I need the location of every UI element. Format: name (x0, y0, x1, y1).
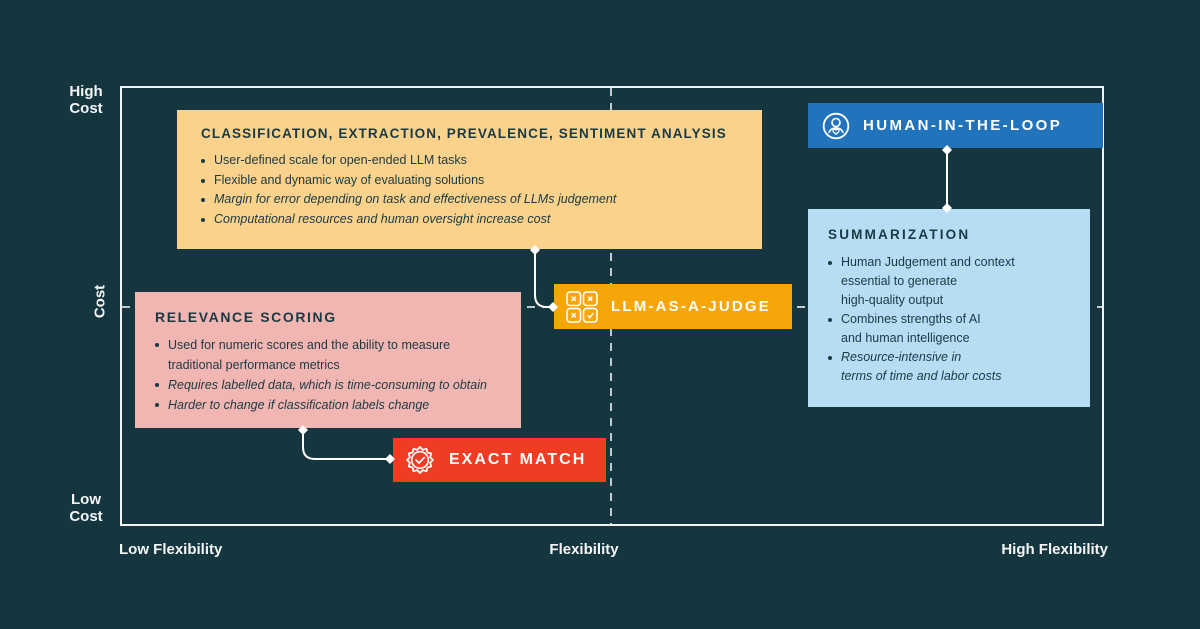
chart-frame (120, 86, 1104, 526)
bullet-text: Margin for error depending on task and e… (214, 192, 617, 206)
bullet-dot (828, 261, 832, 265)
list-item: Resource-intensive in terms of time and … (828, 348, 1072, 386)
bullet-dot (828, 356, 832, 360)
bullet-dot (155, 403, 159, 407)
relevance-scoring-title: RELEVANCE SCORING (155, 309, 337, 325)
badge-check-icon (406, 446, 434, 474)
exact-match-label: EXACT MATCH (449, 451, 587, 468)
llm-as-a-judge-box: LLM-AS-A-JUDGE (554, 284, 792, 329)
bullet-text: Combines strengths of AI and human intel… (841, 312, 981, 345)
grid-checks-icon (566, 290, 598, 323)
bullet-dot (201, 198, 205, 202)
x-axis-label-high-flexibility: High Flexibility (1001, 541, 1108, 558)
y-axis-label-high-cost: High Cost (69, 83, 103, 117)
classification-title: CLASSIFICATION, EXTRACTION, PREVALENCE, … (201, 126, 727, 141)
x-axis-label-flexibility: Flexibility (549, 541, 619, 558)
relevance-scoring-box: RELEVANCE SCORING Used for numeric score… (135, 292, 521, 428)
bullet-dot (155, 343, 159, 347)
bullet-text: Human Judgement and context essential to… (841, 255, 1015, 307)
bullet-text: Computational resources and human oversi… (214, 211, 551, 226)
list-item: Used for numeric scores and the ability … (155, 335, 501, 375)
human-in-the-loop-box: HUMAN-IN-THE-LOOP (808, 103, 1103, 148)
summarization-box: SUMMARIZATION Human Judgement and contex… (808, 209, 1090, 407)
y-axis-label-cost: Cost (91, 284, 109, 319)
bullet-dot (201, 178, 205, 183)
bullet-dot (201, 159, 205, 163)
list-item: Margin for error depending on task and e… (201, 190, 738, 210)
list-item: Requires labelled data, which is time-co… (155, 375, 501, 395)
bullet-text: Harder to change if classification label… (168, 398, 430, 412)
human-in-the-loop-label: HUMAN-IN-THE-LOOP (863, 117, 1063, 134)
llm-as-a-judge-label: LLM-AS-A-JUDGE (611, 298, 771, 315)
x-axis-label-low-flexibility: Low Flexibility (119, 541, 223, 558)
bullet-text: Used for numeric scores and the ability … (168, 338, 451, 372)
exact-match-box: EXACT MATCH (393, 438, 606, 482)
bullet-text: User-defined scale for open-ended LLM ta… (214, 153, 467, 167)
summarization-title: SUMMARIZATION (828, 227, 971, 242)
bullet-text: Flexible and dynamic way of evaluating s… (214, 172, 485, 187)
bullet-dot (201, 217, 205, 222)
list-item: Harder to change if classification label… (155, 395, 501, 415)
bullet-dot (155, 383, 159, 387)
list-item: Computational resources and human oversi… (201, 210, 738, 230)
list-item: Combines strengths of AI and human intel… (828, 310, 1072, 348)
summarization-bullets: Human Judgement and context essential to… (828, 253, 1072, 386)
y-axis-label-low-cost: Low Cost (69, 491, 103, 525)
classification-box: CLASSIFICATION, EXTRACTION, PREVALENCE, … (177, 110, 762, 249)
person-in-circle-icon (822, 112, 850, 139)
list-item: Human Judgement and context essential to… (828, 253, 1072, 310)
bullet-text: Requires labelled data, which is time-co… (168, 378, 487, 392)
list-item: User-defined scale for open-ended LLM ta… (201, 151, 738, 171)
relevance-scoring-bullets: Used for numeric scores and the ability … (155, 335, 501, 415)
classification-bullets: User-defined scale for open-ended LLM ta… (201, 151, 738, 229)
list-item: Flexible and dynamic way of evaluating s… (201, 171, 738, 191)
bullet-text: Resource-intensive in terms of time and … (841, 350, 1002, 383)
bullet-dot (828, 318, 832, 322)
